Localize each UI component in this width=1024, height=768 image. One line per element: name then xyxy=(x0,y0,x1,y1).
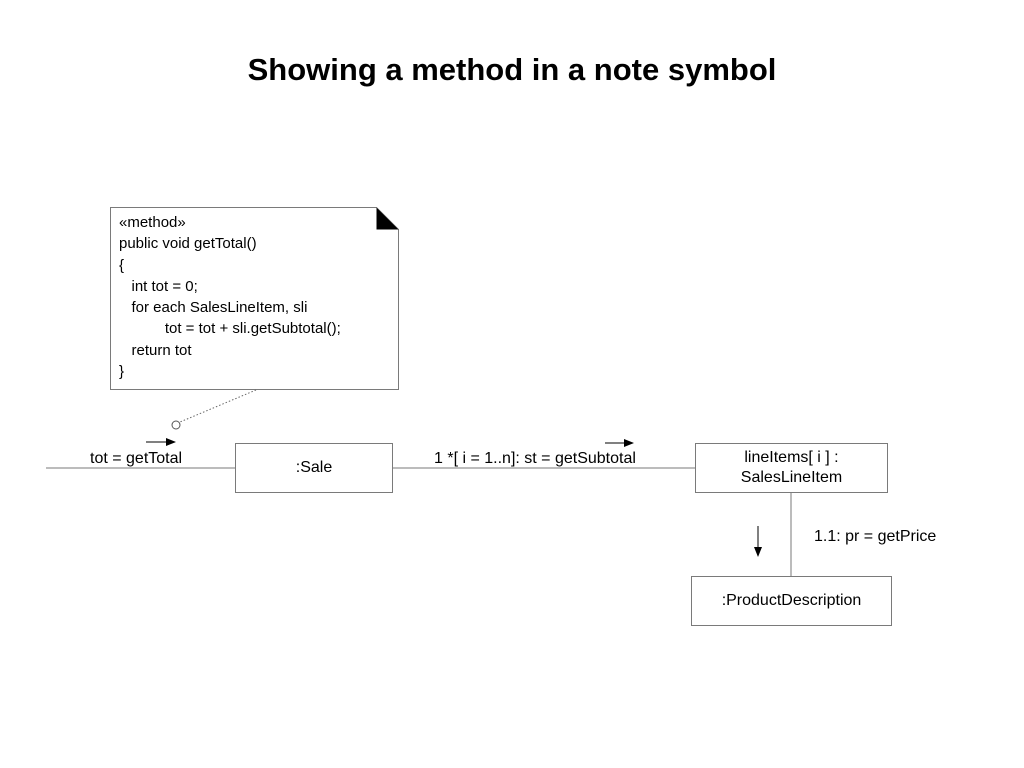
object-sale-label: :Sale xyxy=(295,459,333,476)
object-line-items: lineItems[ i ] : SalesLineItem xyxy=(695,443,888,493)
note-code-line: return tot xyxy=(119,341,192,359)
note-code-line: } xyxy=(119,363,125,381)
note-code-line: int tot = 0; xyxy=(119,277,198,295)
message-get-total: tot = getTotal xyxy=(90,450,183,467)
note-code-line: { xyxy=(119,256,125,274)
note-frame xyxy=(110,207,399,390)
note-code-line: tot = tot + sli.getSubtotal(); xyxy=(119,320,341,338)
object-sale: :Sale xyxy=(235,443,393,493)
object-product-description: :ProductDescription xyxy=(691,576,892,626)
page-title: Showing a method in a note symbol xyxy=(247,52,777,87)
note-code-line: for each SalesLineItem, sli xyxy=(119,299,308,317)
message-get-price: 1.1: pr = getPrice xyxy=(814,528,937,545)
method-note: «method» public void getTotal() { int to… xyxy=(110,207,399,390)
note-fold-icon xyxy=(376,207,399,230)
note-stereotype: «method» xyxy=(119,214,186,231)
object-line-items-label-1: lineItems[ i ] : xyxy=(744,449,839,466)
note-anchor-circle xyxy=(171,420,181,430)
note-anchor-line xyxy=(179,389,257,423)
message-get-subtotal: 1 *[ i = 1..n]: st = getSubtotal xyxy=(434,450,636,467)
object-line-items-label-2: SalesLineItem xyxy=(740,469,843,486)
object-product-description-label: :ProductDescription xyxy=(721,592,862,609)
note-code-line: public void getTotal() xyxy=(119,235,257,253)
